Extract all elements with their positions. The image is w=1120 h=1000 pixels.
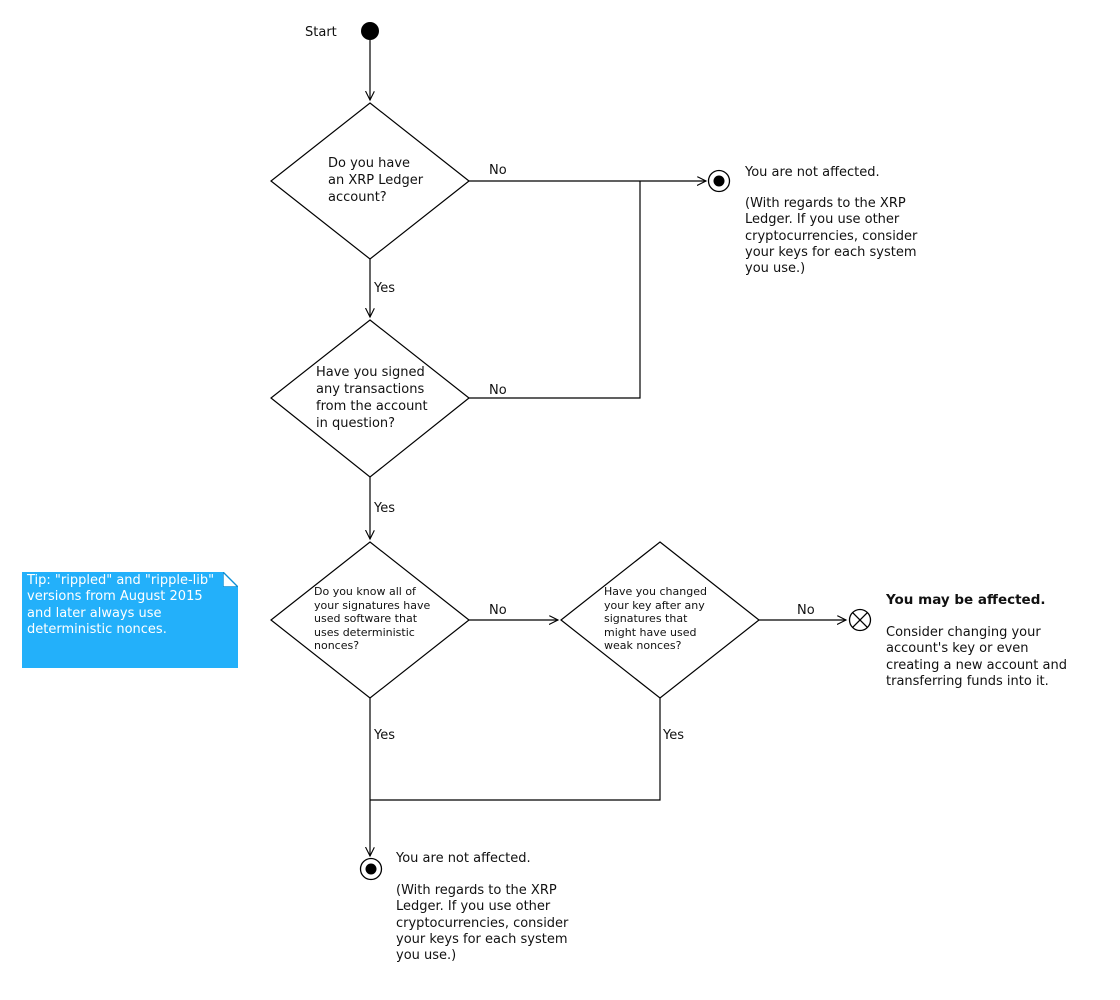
edge-label-d1-yes: Yes bbox=[374, 281, 395, 296]
outcome-not-affected-bottom-note: (With regards to the XRP Ledger. If you … bbox=[396, 883, 569, 964]
end-node-bottom bbox=[359, 857, 383, 881]
edge-label-d3-yes: Yes bbox=[374, 728, 395, 743]
edge-label-d4-no: No bbox=[797, 603, 815, 618]
edge-label-d4-yes: Yes bbox=[663, 728, 684, 743]
decision-1-text: Do you have an XRP Ledger account? bbox=[328, 156, 424, 205]
outcome-not-affected-top-note: (With regards to the XRP Ledger. If you … bbox=[745, 196, 918, 277]
outcome-may-be-affected-note: Consider changing your account's key or … bbox=[886, 625, 1067, 689]
edge-label-d3-no: No bbox=[489, 603, 507, 618]
edge-label-d2-no: No bbox=[489, 383, 507, 398]
note-fold-corner-icon bbox=[223, 572, 238, 587]
start-label: Start bbox=[305, 25, 337, 40]
decision-4-text: Have you changed your key after any sign… bbox=[604, 585, 707, 652]
tip-note-text: Tip: "rippled" and "ripple-lib" versions… bbox=[27, 573, 215, 637]
edge-d2-no bbox=[469, 181, 641, 399]
outcome-may-be-affected-title: You may be affected. bbox=[886, 592, 1046, 608]
edge-label-d1-no: No bbox=[489, 163, 507, 178]
end-node-top bbox=[707, 169, 731, 193]
decision-2-text: Have you signed any transactions from th… bbox=[316, 365, 428, 431]
edge-d4-yes bbox=[370, 698, 661, 801]
flow-final-node bbox=[848, 608, 872, 632]
outcome-not-affected-top-title: You are not affected. bbox=[745, 165, 880, 180]
decision-3-text: Do you know all of your signatures have … bbox=[314, 585, 431, 652]
edge-label-d2-yes: Yes bbox=[374, 501, 395, 516]
tip-note-box: Tip: "rippled" and "ripple-lib" versions… bbox=[22, 572, 238, 668]
outcome-not-affected-bottom-title: You are not affected. bbox=[396, 851, 531, 866]
start-node bbox=[361, 22, 379, 40]
